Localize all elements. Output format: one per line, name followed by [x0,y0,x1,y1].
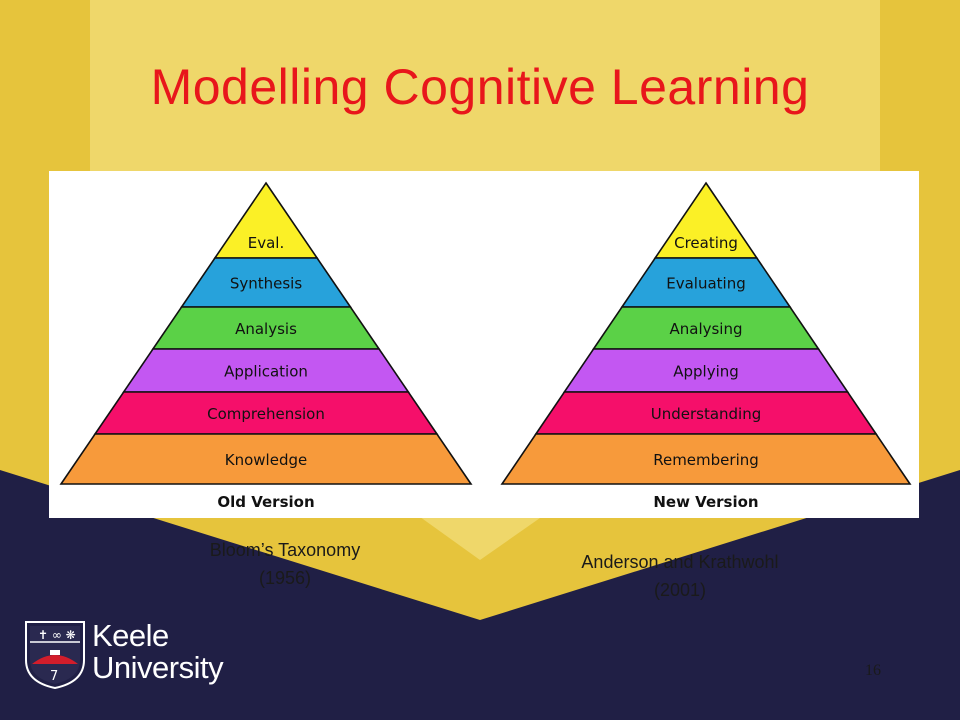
right-caption-line1: Anderson and Krathwohl [581,552,779,572]
new-version-pyramid: CreatingEvaluatingAnalysingApplyingUnder… [500,181,912,511]
logo-line2: University [92,650,224,685]
pyramid-layer-label: Knowledge [225,451,307,469]
pyramid-layer-label: Analysing [669,320,742,338]
pyramid-layer-label: Remembering [653,451,759,469]
left-caption-line1: Bloom’s Taxonomy [209,540,361,560]
old-version-pyramid: Eval. SynthesisAnalysisApplicationCompreh… [59,181,473,511]
keele-crest-icon: ✝ ∞ ❋ 7 [25,621,85,690]
pyramid-layer-base [500,433,912,485]
pyramid-layer-label: Understanding [651,405,762,423]
left-caption: Bloom’s Taxonomy (1956) [160,536,410,592]
page-number: 16 [865,662,881,679]
svg-text:7: 7 [50,669,58,684]
pyramid-layer-label: Applying [673,363,739,381]
pyramid-layer-label: Application [224,363,308,381]
version-label: New Version [653,493,758,511]
pyramid-layer-label: Analysis [235,320,297,338]
pyramid-layer-label: Creating [674,234,738,252]
right-caption: Anderson and Krathwohl (2001) [535,548,825,604]
pyramid-layer-label: Comprehension [207,405,325,423]
svg-text:✝ ∞ ❋: ✝ ∞ ❋ [38,628,76,642]
version-label: Old Version [217,493,314,511]
left-caption-line2: (1956) [258,568,312,588]
pyramid-layer-base [59,433,473,485]
slide-title: Modelling Cognitive Learning [150,59,810,115]
pyramid-layer-label: Eval. [248,234,284,252]
right-caption-line2: (2001) [653,580,707,600]
pyramid-layer-label: Evaluating [666,275,746,293]
pyramids-diagram: Eval. SynthesisAnalysisApplicationCompreh… [59,181,912,511]
university-logo-text: Keele University [92,618,224,685]
logo-line1: Keele [92,618,169,653]
pyramid-layer-label: Synthesis [230,275,303,293]
